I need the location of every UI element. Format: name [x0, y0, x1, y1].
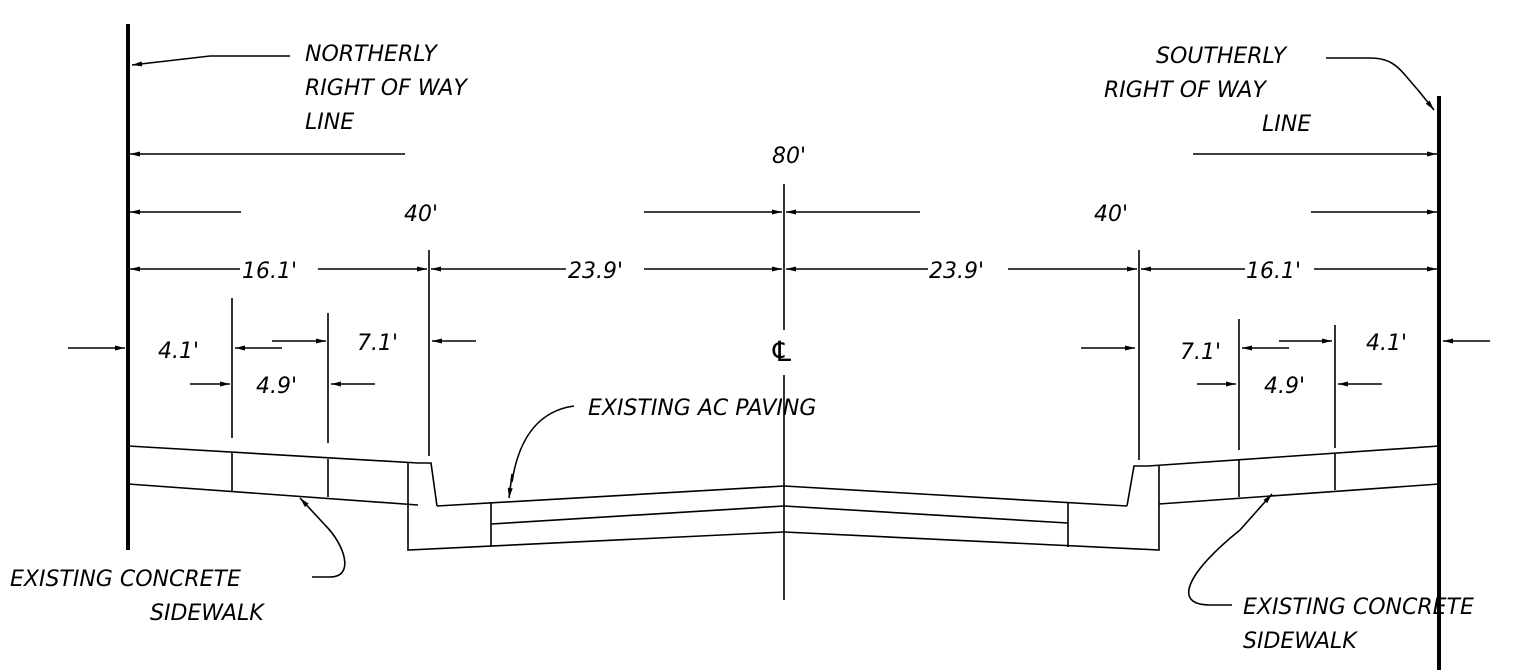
- street-section: [127, 445, 1440, 551]
- southerly-row-callout: SOUTHERLY RIGHT OF WAY LINE: [1104, 44, 1435, 137]
- south-sidewalk-callout: EXISTING CONCRETE SIDEWALK: [1187, 493, 1474, 654]
- dim-16-north-label: 16.1': [242, 259, 297, 284]
- svg-text:SOUTHERLY: SOUTHERLY: [1156, 44, 1288, 69]
- svg-text:EXISTING CONCRETE: EXISTING CONCRETE: [1243, 595, 1474, 620]
- northerly-row-callout: NORTHERLY RIGHT OF WAY LINE: [131, 42, 468, 135]
- svg-text:EXISTING CONCRETE: EXISTING CONCRETE: [10, 567, 241, 592]
- dim-23-north-label: 23.9': [568, 259, 623, 284]
- svg-text:LINE: LINE: [305, 110, 354, 135]
- svg-text:SIDEWALK: SIDEWALK: [150, 601, 265, 626]
- dim-4-9-north-label: 4.9': [256, 374, 297, 399]
- dim-7-1-north-label: 7.1': [357, 331, 398, 356]
- centerline-symbol: ℄: [772, 335, 791, 368]
- ac-paving-callout: EXISTING AC PAVING: [507, 396, 816, 499]
- dim-4-1-north-label: 4.1': [158, 339, 199, 364]
- svg-text:LINE: LINE: [1262, 112, 1311, 137]
- dim-80-label: 80': [772, 144, 806, 169]
- dim-4-9-south-label: 4.9': [1264, 374, 1305, 399]
- north-sidewalk-callout: EXISTING CONCRETE SIDEWALK: [10, 497, 346, 626]
- svg-text:NORTHERLY: NORTHERLY: [305, 42, 438, 67]
- dim-4-1-south-label: 4.1': [1366, 331, 1407, 356]
- svg-text:RIGHT OF WAY: RIGHT OF WAY: [1104, 78, 1267, 103]
- svg-text:EXISTING AC PAVING: EXISTING AC PAVING: [588, 396, 816, 421]
- dim-16-south-label: 16.1': [1246, 259, 1301, 284]
- dim-40-north-label: 40': [404, 202, 438, 227]
- dim-40-south-label: 40': [1094, 202, 1128, 227]
- dim-7-1-south-label: 7.1': [1180, 340, 1221, 365]
- dim-23-south-label: 23.9': [929, 259, 984, 284]
- svg-text:SIDEWALK: SIDEWALK: [1243, 629, 1358, 654]
- svg-text:RIGHT OF WAY: RIGHT OF WAY: [305, 76, 468, 101]
